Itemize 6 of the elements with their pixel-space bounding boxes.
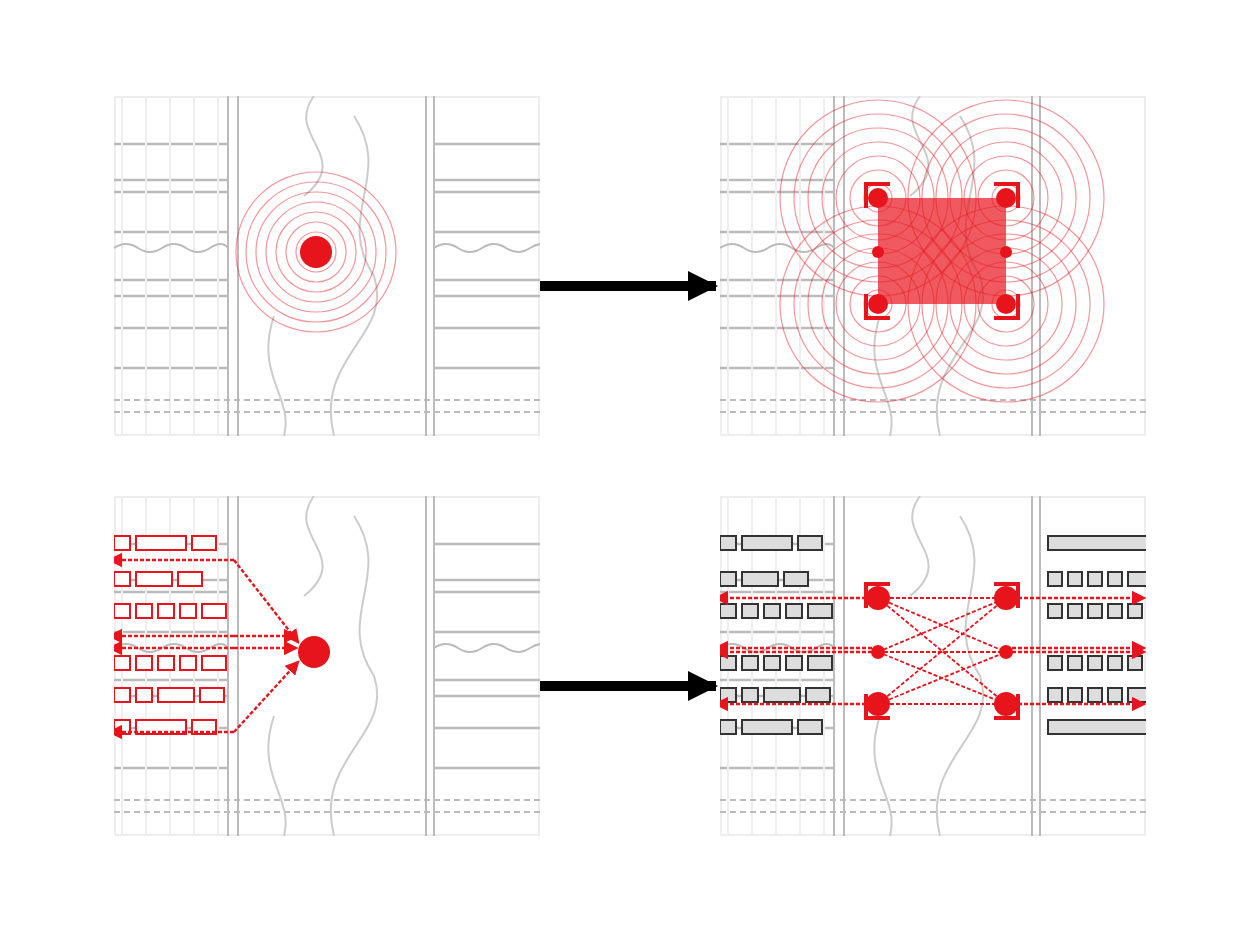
arrow [540,271,718,301]
floor-plan-drawing [720,496,1146,836]
arrow [540,671,718,701]
floor-plan-drawing [114,96,540,436]
floor-plan-drawing [114,496,540,836]
floor-plan-drawing [720,96,1146,436]
